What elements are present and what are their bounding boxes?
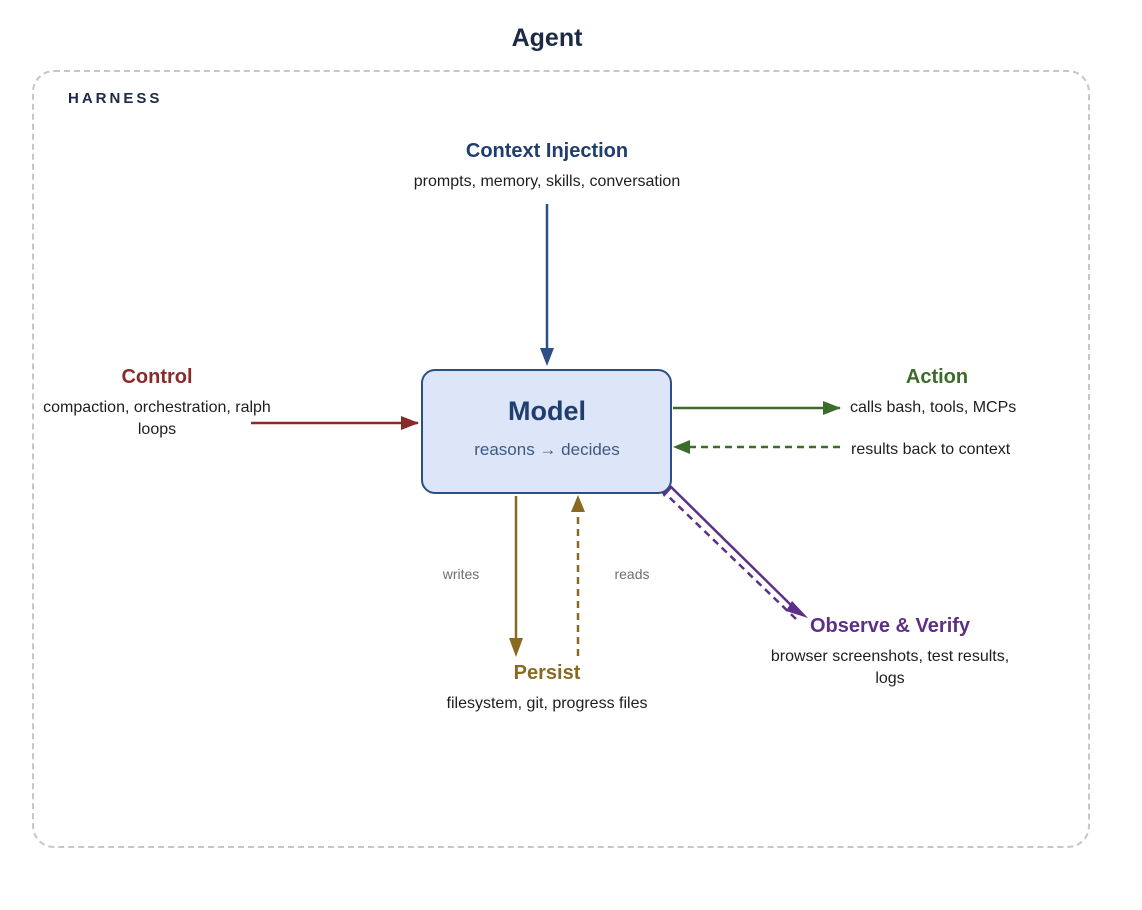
persist-title: Persist (513, 662, 581, 684)
persist-writes-head (509, 638, 523, 657)
model-title: Model (508, 396, 586, 426)
control-title: Control (121, 366, 193, 388)
control-desc: compaction, orchestration, ralph loops (43, 399, 271, 438)
model-subtitle: reasons → decides (474, 440, 620, 459)
action-desc: calls bash, tools, MCPs (850, 399, 1017, 416)
harness-frame (32, 70, 1090, 848)
persist-desc: filesystem, git, progress files (446, 695, 648, 712)
context-arrow-head (540, 348, 554, 366)
action-title: Action (905, 366, 969, 388)
harness-label: HARNESS (68, 90, 163, 107)
observe-return-arrow (667, 495, 797, 620)
action-return-label: results back to context (851, 441, 1011, 458)
context-injection-title: Context Injection (465, 140, 629, 162)
persist-writes-label: writes (442, 566, 480, 582)
action-return-head (673, 440, 690, 454)
persist-reads-label: reads (614, 566, 650, 582)
model-box (421, 369, 672, 494)
observe-arrow (665, 481, 797, 611)
observe-verify-title: Observe & Verify (809, 615, 971, 637)
persist-reads-head (571, 495, 585, 512)
observe-arrow-head (786, 601, 808, 618)
agent-title: Agent (511, 24, 583, 52)
context-injection-desc: prompts, memory, skills, conversation (413, 173, 681, 190)
observe-verify-desc: browser screenshots, test results, logs (770, 648, 1010, 687)
